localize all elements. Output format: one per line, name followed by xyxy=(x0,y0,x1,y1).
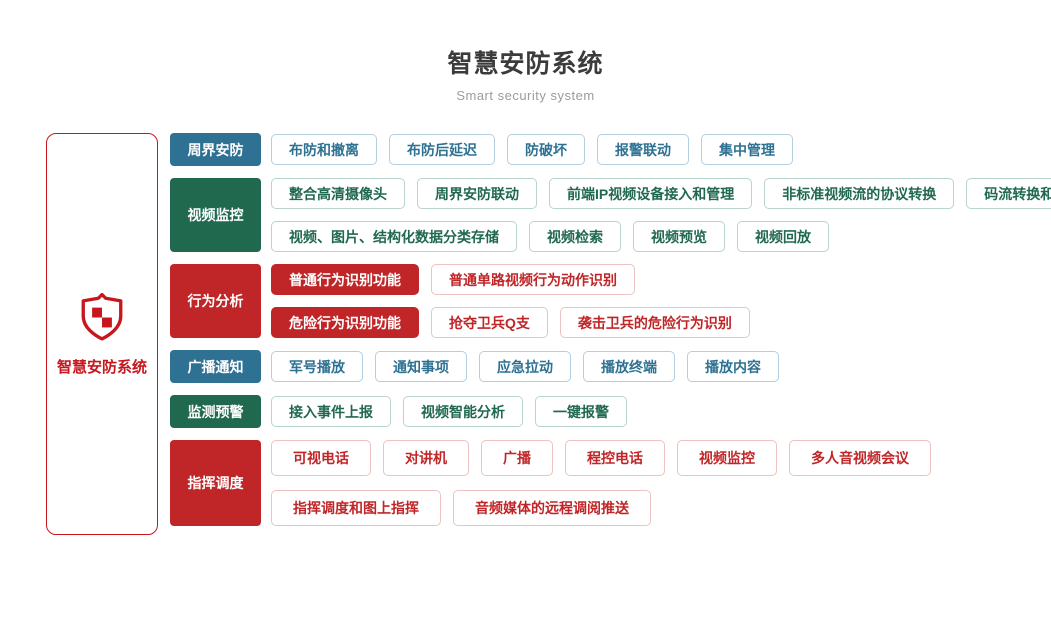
feature-chip: 周界安防联动 xyxy=(417,178,537,209)
feature-chip: 对讲机 xyxy=(383,440,469,476)
feature-chip: 广播 xyxy=(481,440,553,476)
feature-chip: 视频回放 xyxy=(737,221,829,252)
feature-chip: 普通单路视频行为动作识别 xyxy=(431,264,635,295)
feature-chip: 音频媒体的远程调阅推送 xyxy=(453,490,651,526)
group-monitoring-warning: 监测预警接入事件上报视频智能分析一键报警 xyxy=(170,395,1051,428)
feature-chip: 一键报警 xyxy=(535,396,627,427)
shield-icon xyxy=(81,292,123,341)
feature-chip: 播放终端 xyxy=(583,351,675,382)
chip-row: 可视电话对讲机广播程控电话视频监控多人音视频会议 xyxy=(271,440,931,476)
feature-chip: 应急拉动 xyxy=(479,351,571,382)
chip-row: 布防和撤离布防后延迟防破坏报警联动集中管理 xyxy=(271,134,793,165)
group-command-dispatch: 指挥调度可视电话对讲机广播程控电话视频监控多人音视频会议指挥调度和图上指挥音频媒… xyxy=(170,440,1051,526)
category-command-dispatch: 指挥调度 xyxy=(170,440,261,526)
feature-chip: 布防和撤离 xyxy=(271,134,377,165)
chip-row: 接入事件上报视频智能分析一键报警 xyxy=(271,396,627,427)
feature-chip: 军号播放 xyxy=(271,351,363,382)
feature-chip: 接入事件上报 xyxy=(271,396,391,427)
feature-groups: 周界安防布防和撤离布防后延迟防破坏报警联动集中管理视频监控整合高清摄像头周界安防… xyxy=(170,133,1051,526)
group-behavior-analysis: 行为分析普通行为识别功能普通单路视频行为动作识别危险行为识别功能抢夺卫兵Q支袭击… xyxy=(170,264,1051,338)
category-video-surveillance: 视频监控 xyxy=(170,178,261,252)
group-video-surveillance: 视频监控整合高清摄像头周界安防联动前端IP视频设备接入和管理非标准视频流的协议转… xyxy=(170,178,1051,252)
feature-chip: 集中管理 xyxy=(701,134,793,165)
group-broadcast-notice: 广播通知军号播放通知事项应急拉动播放终端播放内容 xyxy=(170,350,1051,383)
chip-row: 视频、图片、结构化数据分类存储视频检索视频预览视频回放 xyxy=(271,221,1051,252)
group-command-dispatch-rows: 可视电话对讲机广播程控电话视频监控多人音视频会议指挥调度和图上指挥音频媒体的远程… xyxy=(271,440,931,526)
group-video-surveillance-rows: 整合高清摄像头周界安防联动前端IP视频设备接入和管理非标准视频流的协议转换码流转… xyxy=(271,178,1051,252)
feature-chip: 视频监控 xyxy=(677,440,777,476)
system-panel: 智慧安防系统 xyxy=(46,133,158,535)
feature-chip: 普通行为识别功能 xyxy=(271,264,419,295)
feature-chip: 非标准视频流的协议转换 xyxy=(764,178,955,209)
chip-row: 整合高清摄像头周界安防联动前端IP视频设备接入和管理非标准视频流的协议转换码流转… xyxy=(271,178,1051,209)
chip-row: 指挥调度和图上指挥音频媒体的远程调阅推送 xyxy=(271,490,931,526)
feature-chip: 播放内容 xyxy=(687,351,779,382)
category-behavior-analysis: 行为分析 xyxy=(170,264,261,338)
feature-chip: 前端IP视频设备接入和管理 xyxy=(549,178,753,209)
feature-chip: 多人音视频会议 xyxy=(789,440,931,476)
feature-chip: 可视电话 xyxy=(271,440,371,476)
chip-row: 危险行为识别功能抢夺卫兵Q支袭击卫兵的危险行为识别 xyxy=(271,307,750,338)
system-panel-label: 智慧安防系统 xyxy=(56,358,147,376)
group-perimeter-security-rows: 布防和撤离布防后延迟防破坏报警联动集中管理 xyxy=(271,133,793,166)
feature-chip: 防破坏 xyxy=(507,134,585,165)
feature-chip: 视频预览 xyxy=(633,221,725,252)
feature-chip: 抢夺卫兵Q支 xyxy=(431,307,548,338)
diagram: 智慧安防系统 周界安防布防和撤离布防后延迟防破坏报警联动集中管理视频监控整合高清… xyxy=(0,133,1051,535)
header: 智慧安防系统 Smart security system xyxy=(0,0,1051,103)
chip-row: 普通行为识别功能普通单路视频行为动作识别 xyxy=(271,264,750,295)
group-monitoring-warning-rows: 接入事件上报视频智能分析一键报警 xyxy=(271,395,627,428)
group-broadcast-notice-rows: 军号播放通知事项应急拉动播放终端播放内容 xyxy=(271,350,779,383)
page-title: 智慧安防系统 xyxy=(447,50,604,78)
feature-chip: 指挥调度和图上指挥 xyxy=(271,490,441,526)
feature-chip: 视频、图片、结构化数据分类存储 xyxy=(271,221,517,252)
page-subtitle: Smart security system xyxy=(456,88,595,103)
feature-chip: 整合高清摄像头 xyxy=(271,178,405,209)
feature-chip: 通知事项 xyxy=(375,351,467,382)
feature-chip: 视频检索 xyxy=(529,221,621,252)
category-perimeter-security: 周界安防 xyxy=(170,133,261,166)
feature-chip: 程控电话 xyxy=(565,440,665,476)
feature-chip: 报警联动 xyxy=(597,134,689,165)
group-behavior-analysis-rows: 普通行为识别功能普通单路视频行为动作识别危险行为识别功能抢夺卫兵Q支袭击卫兵的危… xyxy=(271,264,750,338)
category-broadcast-notice: 广播通知 xyxy=(170,350,261,383)
feature-chip: 视频智能分析 xyxy=(403,396,523,427)
group-perimeter-security: 周界安防布防和撤离布防后延迟防破坏报警联动集中管理 xyxy=(170,133,1051,166)
feature-chip: 布防后延迟 xyxy=(389,134,495,165)
feature-chip: 码流转换和接口转换 xyxy=(966,178,1051,209)
feature-chip: 危险行为识别功能 xyxy=(271,307,419,338)
chip-row: 军号播放通知事项应急拉动播放终端播放内容 xyxy=(271,351,779,382)
category-monitoring-warning: 监测预警 xyxy=(170,395,261,428)
feature-chip: 袭击卫兵的危险行为识别 xyxy=(559,307,750,338)
